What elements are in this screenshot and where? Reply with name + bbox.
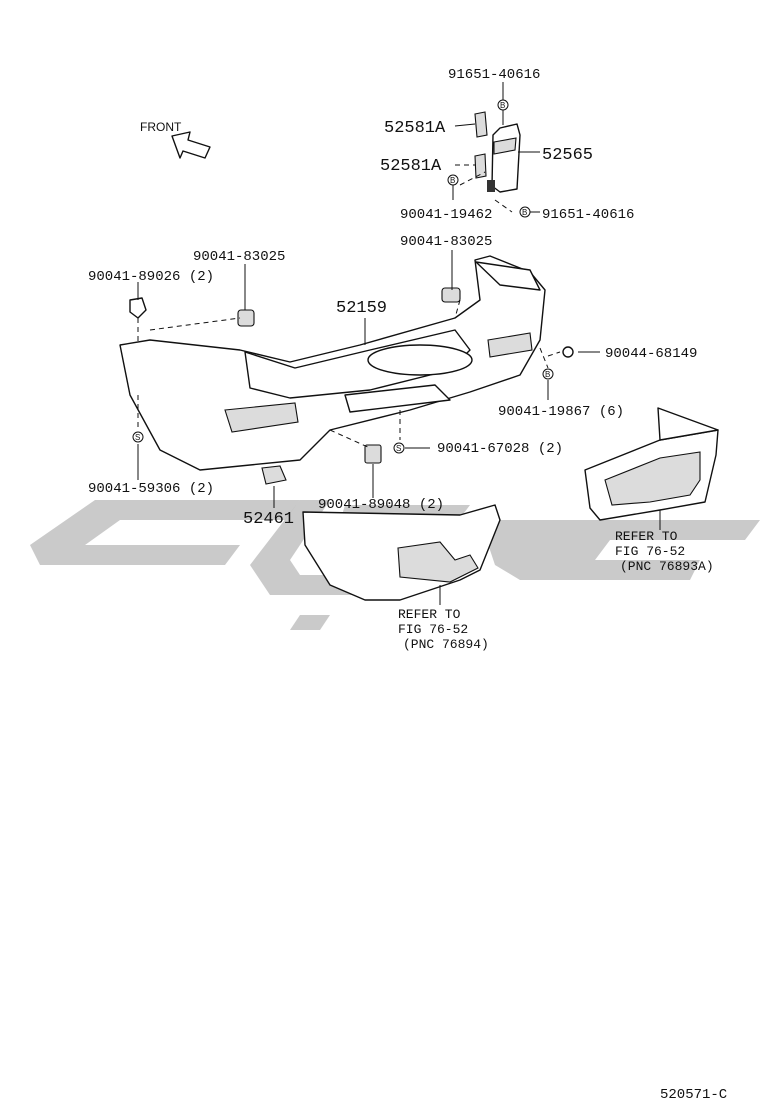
ref-right-line2: FIG 76-52	[615, 544, 685, 559]
callout-90041-19867: 90041-19867 (6)	[498, 404, 624, 420]
mark-b-left: B	[447, 174, 459, 186]
callout-52159: 52159	[336, 299, 387, 318]
callout-52581a-lower: 52581A	[380, 157, 442, 176]
callout-90041-59306: 90041-59306 (2)	[88, 481, 214, 497]
svg-text:B: B	[545, 370, 550, 379]
part-76894-panel	[302, 504, 501, 601]
screw-90041-89026	[129, 297, 147, 319]
mark-b-top: B	[497, 99, 509, 111]
callout-90041-89048: 90041-89048 (2)	[318, 497, 444, 513]
part-52159-bumper-cover	[119, 255, 546, 471]
svg-text:S: S	[396, 444, 401, 453]
ref-right-line1: REFER TO	[615, 529, 678, 544]
ref-right-line3: (PNC 76893A)	[620, 559, 714, 574]
mark-b-right: B	[542, 368, 554, 380]
svg-text:S: S	[135, 433, 140, 442]
callout-90041-19462: 90041-19462	[400, 207, 492, 223]
part-52461	[261, 465, 287, 485]
callout-91651-40616-bottom: 91651-40616	[542, 207, 634, 223]
svg-text:B: B	[522, 208, 527, 217]
pin-90044-68149	[562, 346, 574, 358]
callout-90044-68149: 90044-68149	[605, 346, 697, 362]
clip-90041-83025-left	[237, 309, 255, 327]
figure-code: 520571-C	[660, 1087, 727, 1103]
callout-90041-83025-right: 90041-83025	[400, 234, 492, 250]
callout-52581a-upper: 52581A	[384, 119, 446, 138]
part-52581a-lower	[474, 153, 495, 192]
mark-b-bottom: B	[519, 206, 531, 218]
clip-90041-89048	[364, 444, 382, 464]
svg-text:B: B	[500, 101, 505, 110]
callout-91651-40616-top: 91651-40616	[448, 67, 540, 83]
callout-52565: 52565	[542, 146, 593, 165]
mark-s-center: S	[393, 442, 405, 454]
clip-90041-83025-right	[441, 287, 461, 303]
front-label: FRONT	[140, 120, 182, 134]
svg-text:B: B	[450, 176, 455, 185]
part-76893a-panel	[584, 407, 719, 521]
ref-center-line1: REFER TO	[398, 607, 461, 622]
mark-s-left: S	[132, 431, 144, 443]
callout-52461: 52461	[243, 510, 294, 529]
ref-center-line3: (PNC 76894)	[403, 637, 489, 652]
callout-90041-89026: 90041-89026 (2)	[88, 269, 214, 285]
part-52581a-upper	[474, 111, 488, 138]
callout-90041-83025-left: 90041-83025	[193, 249, 285, 265]
front-arrow-icon	[171, 131, 211, 159]
part-52565-bracket	[491, 123, 521, 193]
callout-90041-67028: 90041-67028 (2)	[437, 441, 563, 457]
ref-center-line2: FIG 76-52	[398, 622, 468, 637]
